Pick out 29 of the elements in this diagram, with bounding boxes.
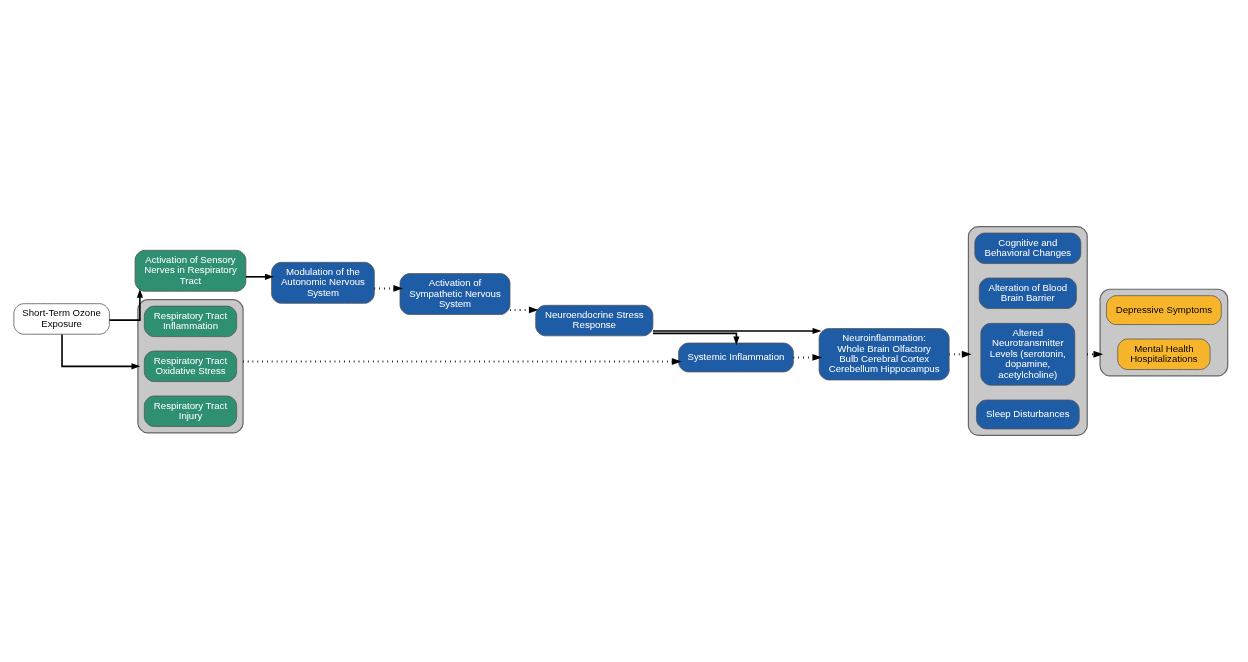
node-box: Sleep Disturbances bbox=[976, 399, 1080, 430]
arrow bbox=[374, 285, 404, 292]
node-box: Neuroendocrine Stress Response bbox=[535, 304, 654, 337]
arrow bbox=[243, 358, 682, 365]
arrow bbox=[245, 273, 274, 280]
node-box: Neuroinflammation: Whole Brain Olfactory Bulb Cerebral Cortex Cerebellum Hippocampus bbox=[818, 328, 950, 381]
node-box: Alteration of Blood Brain Barrier bbox=[978, 277, 1077, 309]
node-box: Systemic Inflammation bbox=[678, 342, 794, 373]
node-box: Respiratory Tract Oxidative Stress bbox=[143, 350, 238, 382]
node-box: Modulation of the Autonomic Nervous System bbox=[271, 261, 375, 304]
arrow bbox=[1087, 350, 1104, 358]
node-box: Activation of Sympathetic Nervous System bbox=[399, 273, 511, 315]
arrow bbox=[652, 332, 740, 346]
node-box: Mental Health Hospitalizations bbox=[1117, 338, 1211, 370]
arrow bbox=[108, 289, 143, 321]
cluster bbox=[967, 226, 1088, 436]
arrow bbox=[510, 306, 539, 314]
node-box: Short-Term Ozone Exposure bbox=[13, 303, 110, 335]
cluster bbox=[137, 299, 244, 434]
node-box: Activation of Sensory Nerves in Respiratory Tract bbox=[134, 249, 247, 292]
node-box: Respiratory Tract Inflammation bbox=[143, 305, 238, 337]
arrow bbox=[61, 333, 141, 370]
node-box: Cognitive and Behavioral Changes bbox=[974, 232, 1082, 264]
node-box: Altered Neurotransmitter Levels (serotonin, dopamine, acetylcholine) bbox=[980, 322, 1076, 386]
node-box: Respiratory Tract Injury bbox=[143, 395, 238, 427]
node-box: Depressive Symptoms bbox=[1106, 295, 1222, 325]
arrow bbox=[793, 354, 823, 361]
cluster bbox=[1099, 288, 1229, 377]
arrow bbox=[652, 327, 822, 335]
